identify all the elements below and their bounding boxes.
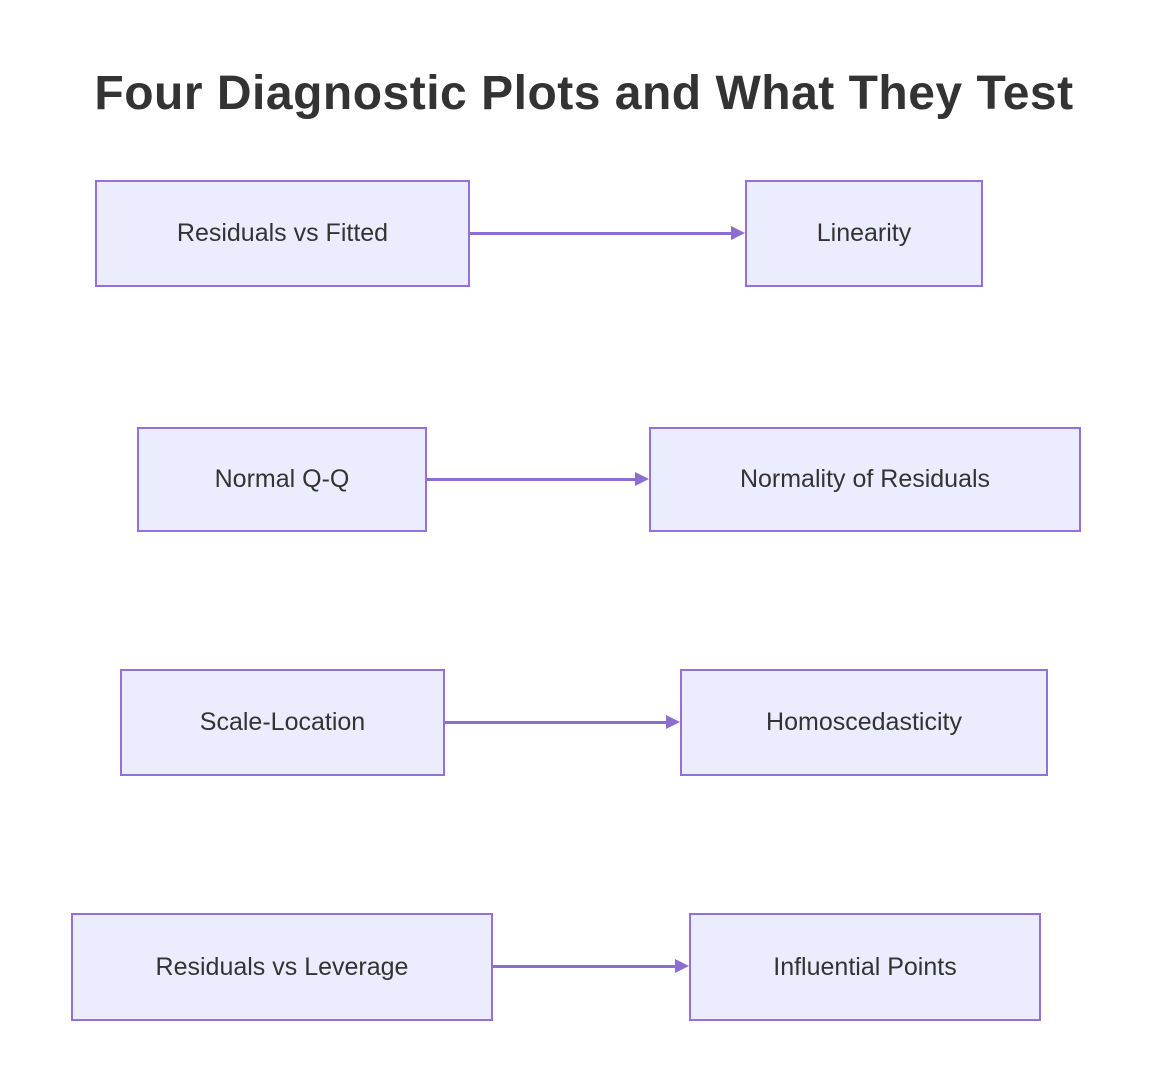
arrow-line xyxy=(445,720,668,724)
arrow-leverage-to-influential xyxy=(493,959,689,973)
arrow-scale-to-homoscedasticity xyxy=(445,715,680,729)
arrow-head-icon xyxy=(675,959,689,973)
node-normality-of-residuals: Normality of Residuals xyxy=(649,427,1081,532)
node-scale-location: Scale-Location xyxy=(120,669,445,776)
page-title: Four Diagnostic Plots and What They Test xyxy=(94,67,1074,120)
arrow-residuals-to-linearity xyxy=(470,226,745,240)
node-linearity: Linearity xyxy=(745,180,983,287)
arrow-qq-to-normality xyxy=(427,472,649,486)
arrow-line xyxy=(493,964,677,968)
node-residuals-vs-leverage: Residuals vs Leverage xyxy=(71,913,493,1021)
arrow-line xyxy=(427,477,637,481)
node-influential-points: Influential Points xyxy=(689,913,1041,1021)
node-residuals-vs-fitted: Residuals vs Fitted xyxy=(95,180,470,287)
arrow-line xyxy=(470,231,733,235)
node-normal-qq: Normal Q-Q xyxy=(137,427,427,532)
arrow-head-icon xyxy=(731,226,745,240)
node-homoscedasticity: Homoscedasticity xyxy=(680,669,1048,776)
arrow-head-icon xyxy=(635,472,649,486)
arrow-head-icon xyxy=(666,715,680,729)
